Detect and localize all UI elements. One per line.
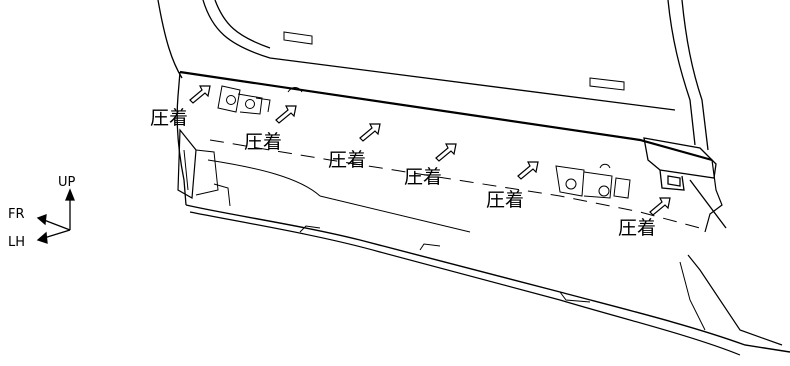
- press-arrows: [189, 85, 671, 216]
- arrow-icon: [359, 123, 381, 142]
- callout-label: 圧着: [486, 189, 524, 211]
- callout-label: 圧着: [244, 131, 282, 153]
- callout-labels: 圧着 圧着 圧着 圧着 圧着 圧着: [150, 107, 656, 239]
- arrow-icon: [189, 85, 211, 104]
- axis-front-label: FR: [8, 207, 25, 222]
- rear-bracket: [643, 137, 727, 229]
- door-badges: [283, 31, 625, 91]
- callout-label: 圧着: [328, 149, 366, 171]
- door-outline: [157, 0, 709, 151]
- orientation-indicator: [36, 188, 75, 244]
- panel-clips: [217, 85, 631, 199]
- adhesive-line: [209, 139, 701, 229]
- callout-label: 圧着: [150, 107, 188, 129]
- rocker-panel: [176, 70, 790, 356]
- arrow-icon: [435, 143, 457, 162]
- callout-label: 圧着: [404, 166, 442, 188]
- arrow-icon: [517, 161, 539, 180]
- axis-left-label: LH: [8, 235, 25, 250]
- arrow-icon: [275, 105, 297, 124]
- axis-up-label: UP: [58, 175, 76, 190]
- arrow-icon: [649, 197, 671, 216]
- callout-label: 圧着: [618, 217, 656, 239]
